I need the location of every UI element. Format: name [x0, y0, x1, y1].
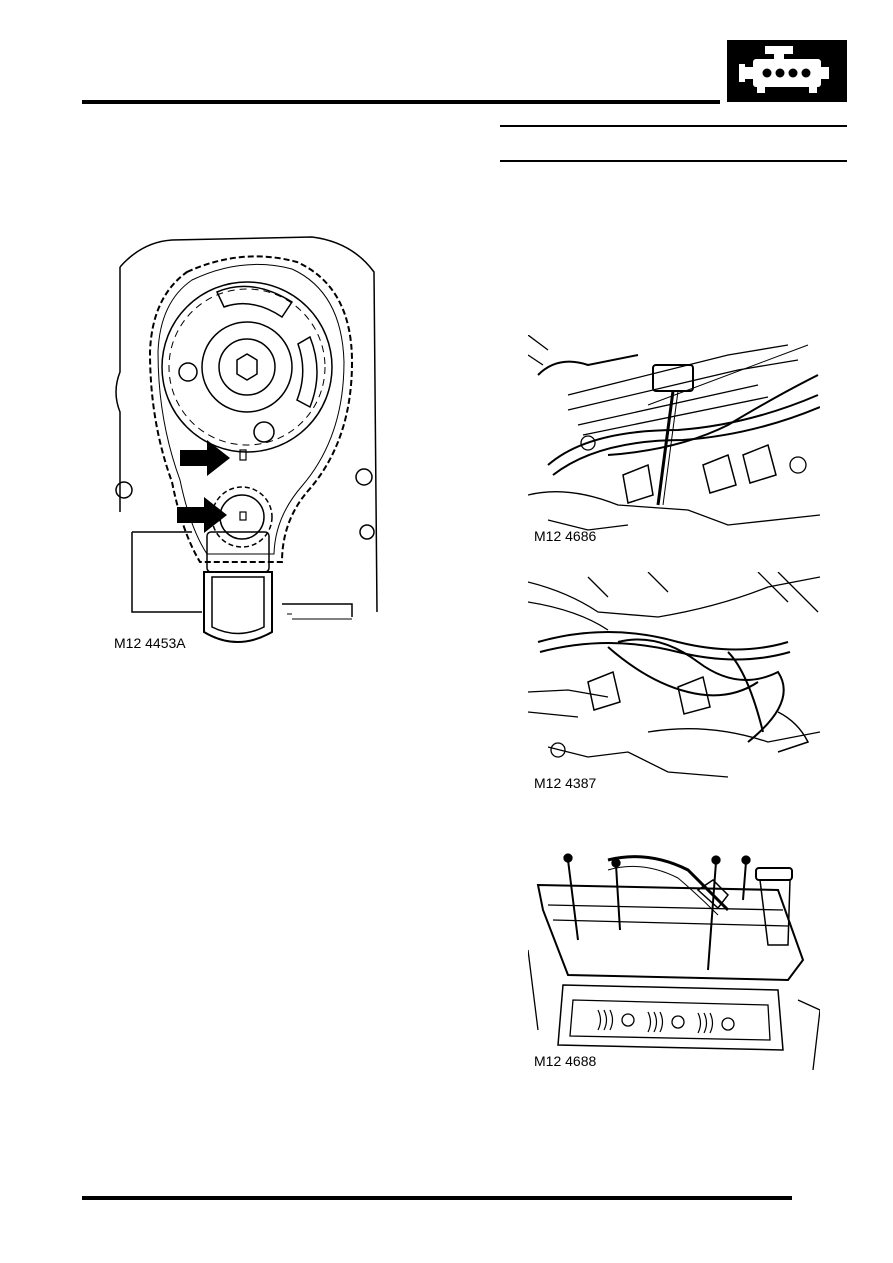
engine-section-badge	[727, 40, 847, 102]
column-rule-top	[500, 125, 847, 127]
figure-timing-chain: M12 4453A	[112, 232, 387, 652]
column-rule-bottom	[500, 160, 847, 162]
figure-ht-leads: M12 4686	[528, 335, 820, 547]
figure-caption: M12 4688	[534, 1053, 597, 1069]
figure-lead-clips: M12 4387	[528, 572, 820, 792]
figure-caption: M12 4686	[534, 528, 597, 544]
engine-icon	[739, 46, 829, 93]
figure-caption: M12 4387	[534, 775, 597, 791]
header-rule	[82, 100, 720, 104]
figure-caption: M12 4453A	[114, 635, 186, 651]
figure-rocker-cover: M12 4688	[528, 850, 820, 1070]
footer-rule	[82, 1196, 792, 1200]
